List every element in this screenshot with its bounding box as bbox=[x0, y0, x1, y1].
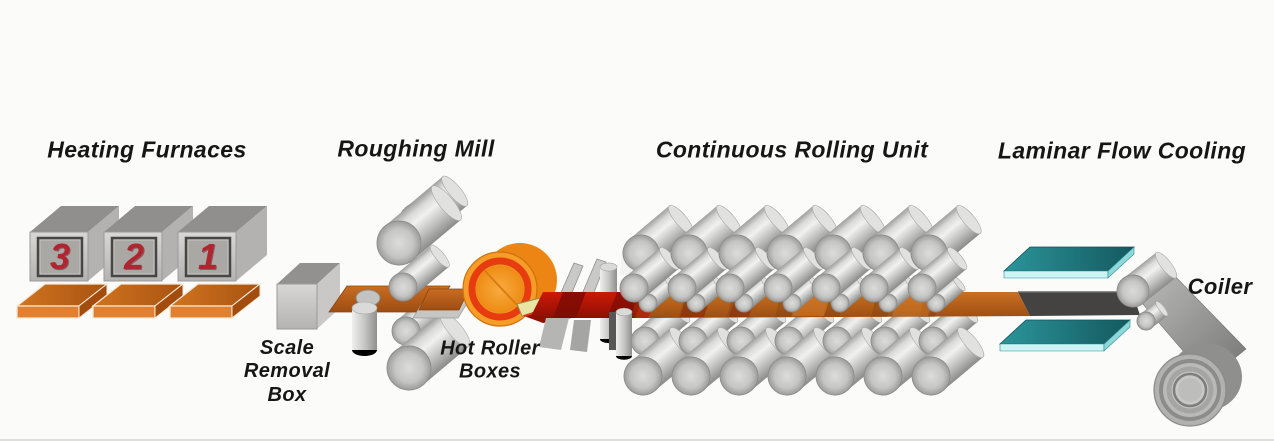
roughing-top-work-roll bbox=[388, 244, 450, 302]
top-work-roll bbox=[715, 247, 776, 303]
roughing-top-backup-roll bbox=[376, 185, 462, 266]
top-work-roll bbox=[907, 247, 968, 303]
bottom-edge-line bbox=[0, 439, 1274, 441]
pinch-roll bbox=[1116, 251, 1178, 308]
rolling-stand-3-top bbox=[715, 204, 790, 313]
descaler-support-cylinder bbox=[351, 301, 378, 356]
rolling-stand-6-top bbox=[859, 204, 934, 313]
looper-post bbox=[609, 312, 617, 350]
top-work-roll bbox=[619, 247, 680, 303]
rolling-stand-1-top bbox=[619, 204, 694, 313]
scale-removal-box-3d bbox=[276, 263, 340, 330]
top-work-roll bbox=[859, 247, 920, 303]
top-backup-roll bbox=[862, 204, 934, 272]
coil bbox=[1153, 353, 1227, 427]
steel-slab-3 bbox=[15, 282, 109, 320]
roughing-bottom-backup-roll bbox=[386, 311, 471, 391]
bottom-backup-roll bbox=[911, 327, 985, 396]
coiler-assembly bbox=[1116, 251, 1247, 427]
looper-roll bbox=[615, 307, 633, 360]
top-work-roll bbox=[667, 247, 728, 303]
rolling-stand-7-bottom bbox=[911, 300, 985, 396]
coiler-guide-roll bbox=[1136, 301, 1169, 331]
cooling-plate-top bbox=[1002, 246, 1136, 279]
guide-foot-2 bbox=[570, 320, 591, 352]
strip-cooled bbox=[1018, 291, 1140, 316]
rolling-stand-7-top bbox=[907, 204, 982, 313]
heating-furnace-1 bbox=[177, 206, 267, 282]
steel-slab-1 bbox=[168, 282, 262, 320]
top-work-roll bbox=[763, 247, 824, 303]
cooling-plate-bottom bbox=[998, 319, 1132, 352]
guide-foot-1 bbox=[539, 318, 569, 350]
steel-slab-2 bbox=[91, 282, 185, 320]
top-work-roll bbox=[811, 247, 872, 303]
transfer-table bbox=[412, 288, 472, 319]
